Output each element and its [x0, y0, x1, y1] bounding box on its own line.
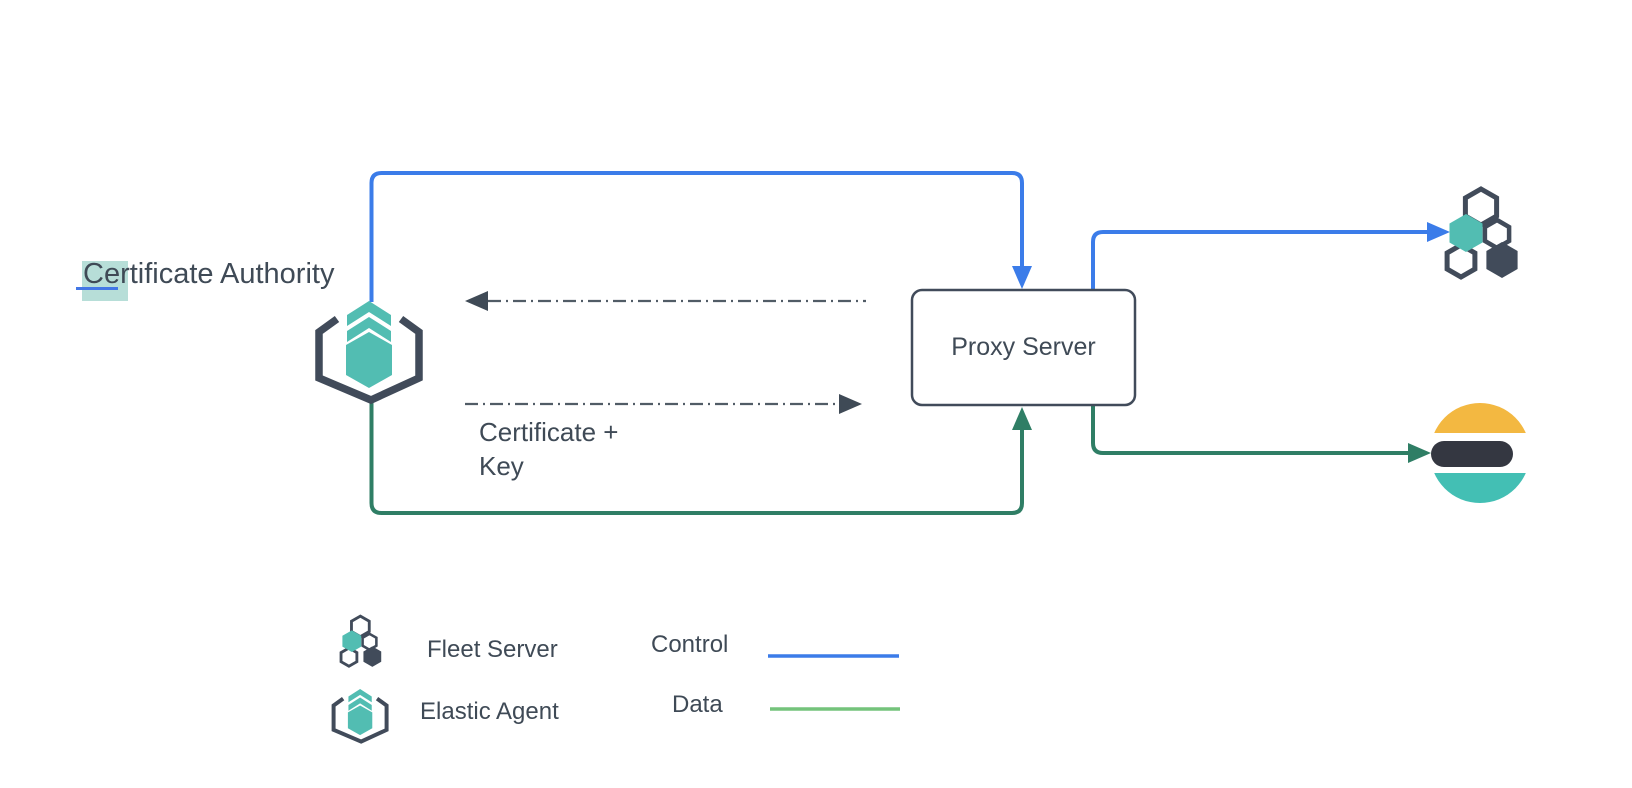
- certificate-key-line2: Key: [479, 451, 524, 481]
- control-path-agent-to-proxy: [369, 171, 1032, 302]
- text-cursor-underline: [76, 287, 118, 290]
- dashed-arrow-to-agent: [465, 291, 866, 311]
- legend-fleet-server-label: Fleet Server: [427, 636, 558, 663]
- dashed-arrow-certificate-key-to-proxy: [465, 394, 862, 414]
- certificate-authority-label: Certificate Authority: [83, 258, 335, 290]
- certificate-key-line1: Certificate +: [479, 417, 619, 447]
- text-selection-highlight: [82, 261, 128, 301]
- proxy-server-label: Proxy Server: [951, 333, 1096, 361]
- data-path-proxy-to-elasticsearch: [1091, 406, 1431, 463]
- elastic-agent-icon: [319, 301, 419, 400]
- legend-elastic-agent-label: Elastic Agent: [420, 698, 559, 725]
- legend-fleet-server-icon: [339, 614, 383, 669]
- legend-elastic-agent-icon: [331, 687, 389, 744]
- fleet-server-icon: [1447, 189, 1518, 278]
- data-path-agent-to-proxy: [369, 398, 1032, 515]
- control-path-proxy-to-fleet: [1091, 222, 1450, 289]
- certificate-key-label: Certificate + Key: [479, 415, 699, 483]
- proxy-server-box: [910, 288, 1137, 407]
- legend-control-label: Control: [651, 631, 729, 658]
- elasticsearch-icon: [1430, 403, 1530, 503]
- legend-data-label: Data: [672, 691, 723, 718]
